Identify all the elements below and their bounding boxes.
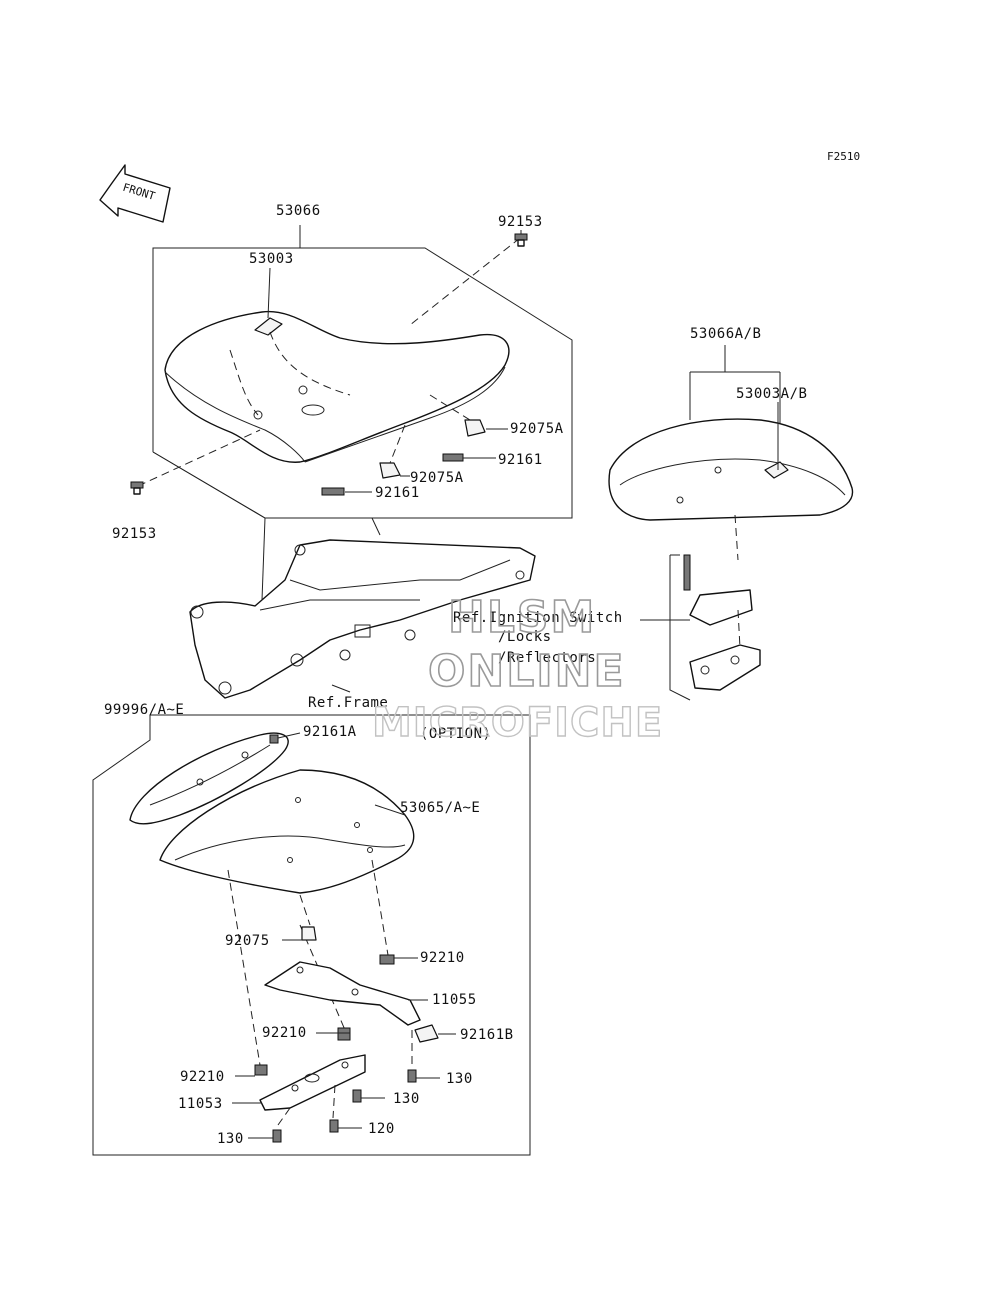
label-53066: 53066 [276, 203, 321, 219]
label-ref-ignition-switch: Ref.Ignition Switch [453, 610, 623, 626]
label-ref-locks: /Locks [498, 629, 552, 645]
label-53003AB: 53003A/B [736, 386, 807, 402]
label-92161-1: 92161 [498, 452, 543, 468]
rear-seat-53066AB-group [608, 345, 854, 701]
clip-92161-2-icon [321, 487, 345, 496]
bracket-11055-shape [264, 961, 421, 1026]
lock-bolt-icon [683, 554, 691, 591]
seat-assembly-group [130, 225, 573, 519]
label-92075A-2: 92075A [410, 470, 464, 486]
lock-base-shape [689, 644, 761, 691]
label-92153-left: 92153 [112, 526, 157, 542]
frame-shape [189, 517, 536, 699]
lock-catch-shape [689, 589, 753, 626]
label-11053: 11053 [178, 1096, 223, 1112]
watermark-line-3: MICROFICHE [372, 700, 663, 746]
label-53066AB: 53066A/B [690, 326, 761, 342]
label-ref-reflectors: /Reflectors [498, 650, 596, 666]
bolt-92153-left-icon [130, 481, 144, 495]
label-92075: 92075 [225, 933, 270, 949]
damper-92075-icon [301, 926, 317, 941]
watermark-line-2: ONLINE [428, 646, 626, 697]
damper-92075A-1-icon [464, 419, 486, 437]
bolt-120-icon [329, 1119, 339, 1133]
nut-92210-3-icon [254, 1064, 268, 1076]
label-92210-2: 92210 [262, 1025, 307, 1041]
rear-seat-53003AB-shape [608, 418, 854, 521]
label-92153-top: 92153 [498, 214, 543, 230]
label-130-3: 130 [217, 1131, 244, 1147]
label-92161A: 92161A [303, 724, 357, 740]
label-92075A-1: 92075A [510, 421, 564, 437]
label-53065: 53065/A~E [400, 800, 480, 816]
diagram-code: F2510 [827, 150, 860, 163]
label-130-2: 130 [393, 1091, 420, 1107]
option-cowl-group [92, 714, 531, 1156]
label-92161B: 92161B [460, 1027, 514, 1043]
nut-92210-1-icon [379, 954, 395, 965]
bolt-130-2-icon [352, 1089, 362, 1103]
label-92210-1: 92210 [420, 950, 465, 966]
label-53003: 53003 [249, 251, 294, 267]
cowl-99996-shape [129, 732, 289, 825]
bolt-130-3-icon [272, 1129, 282, 1143]
nut-92210-2-icon [337, 1027, 351, 1041]
clip-92161B-icon [414, 1024, 439, 1043]
bolt-130-1-icon [407, 1069, 417, 1083]
label-120: 120 [368, 1121, 395, 1137]
clip-92161A-icon [269, 734, 279, 744]
label-99996: 99996/A~E [104, 702, 184, 718]
seat-53003-shape [164, 310, 510, 463]
front-arrow-icon: FRONT [99, 164, 171, 223]
label-92161-2: 92161 [375, 485, 420, 501]
label-ref-frame: Ref.Frame [308, 695, 388, 711]
bolt-92153-top-icon [514, 233, 528, 247]
bracket-11053-shape [259, 1054, 366, 1111]
cover-53065-shape [159, 769, 415, 894]
watermark-line-1: HLSM [448, 592, 596, 643]
clip-92161-1-icon [442, 453, 464, 462]
label-92210-3: 92210 [180, 1069, 225, 1085]
label-130-1: 130 [446, 1071, 473, 1087]
damper-92075A-2-icon [379, 462, 401, 479]
label-option: (OPTION) [420, 726, 491, 742]
label-11055: 11055 [432, 992, 477, 1008]
